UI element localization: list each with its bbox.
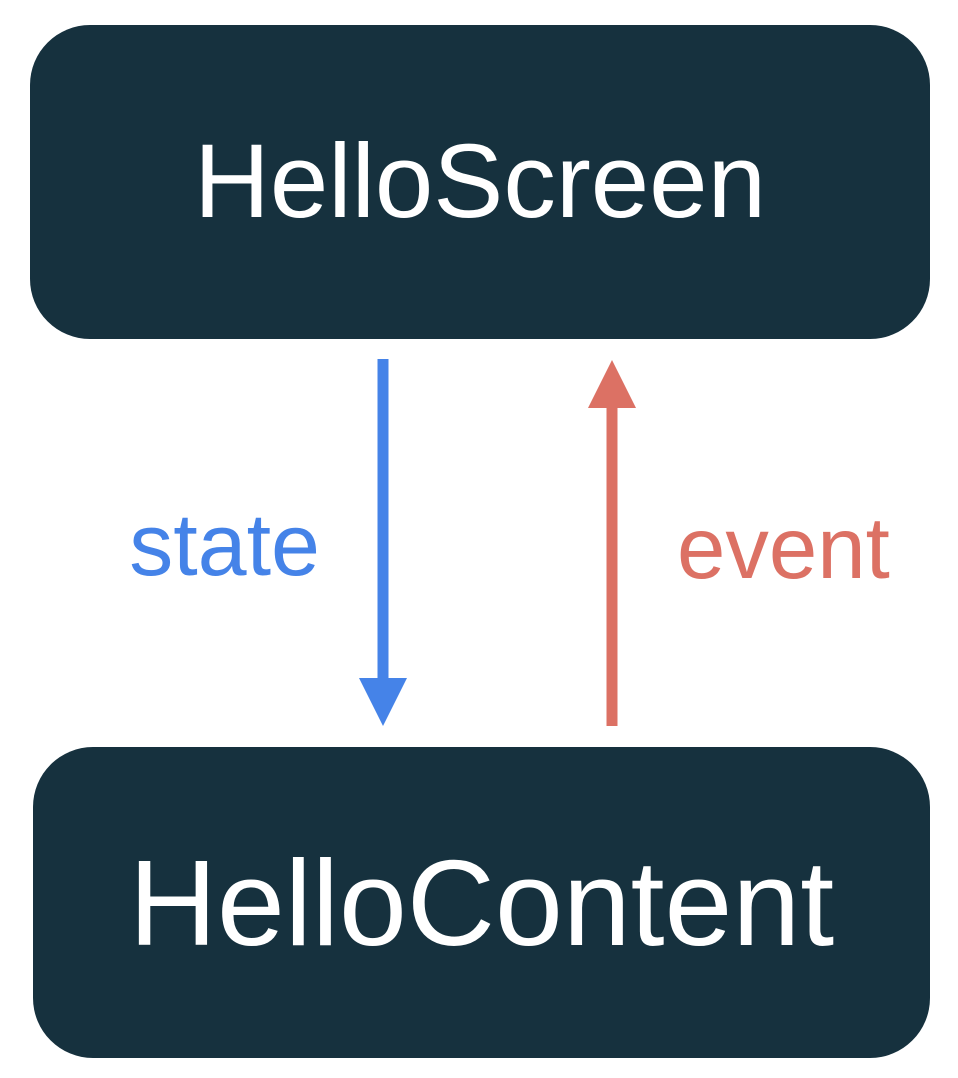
event-arrow-shaft bbox=[606, 407, 618, 726]
event-arrow-up-icon bbox=[588, 360, 636, 726]
hello-screen-label: HelloScreen bbox=[194, 123, 766, 240]
hello-screen-box: HelloScreen bbox=[30, 25, 930, 339]
state-arrow-down-icon bbox=[359, 359, 407, 726]
hello-content-box: HelloContent bbox=[33, 747, 930, 1058]
state-arrow-shaft bbox=[377, 359, 389, 684]
event-label: event bbox=[677, 500, 890, 597]
state-arrowhead bbox=[359, 678, 407, 726]
state-label: state bbox=[129, 495, 320, 594]
hello-content-label: HelloContent bbox=[128, 834, 835, 971]
event-arrowhead bbox=[588, 360, 636, 408]
